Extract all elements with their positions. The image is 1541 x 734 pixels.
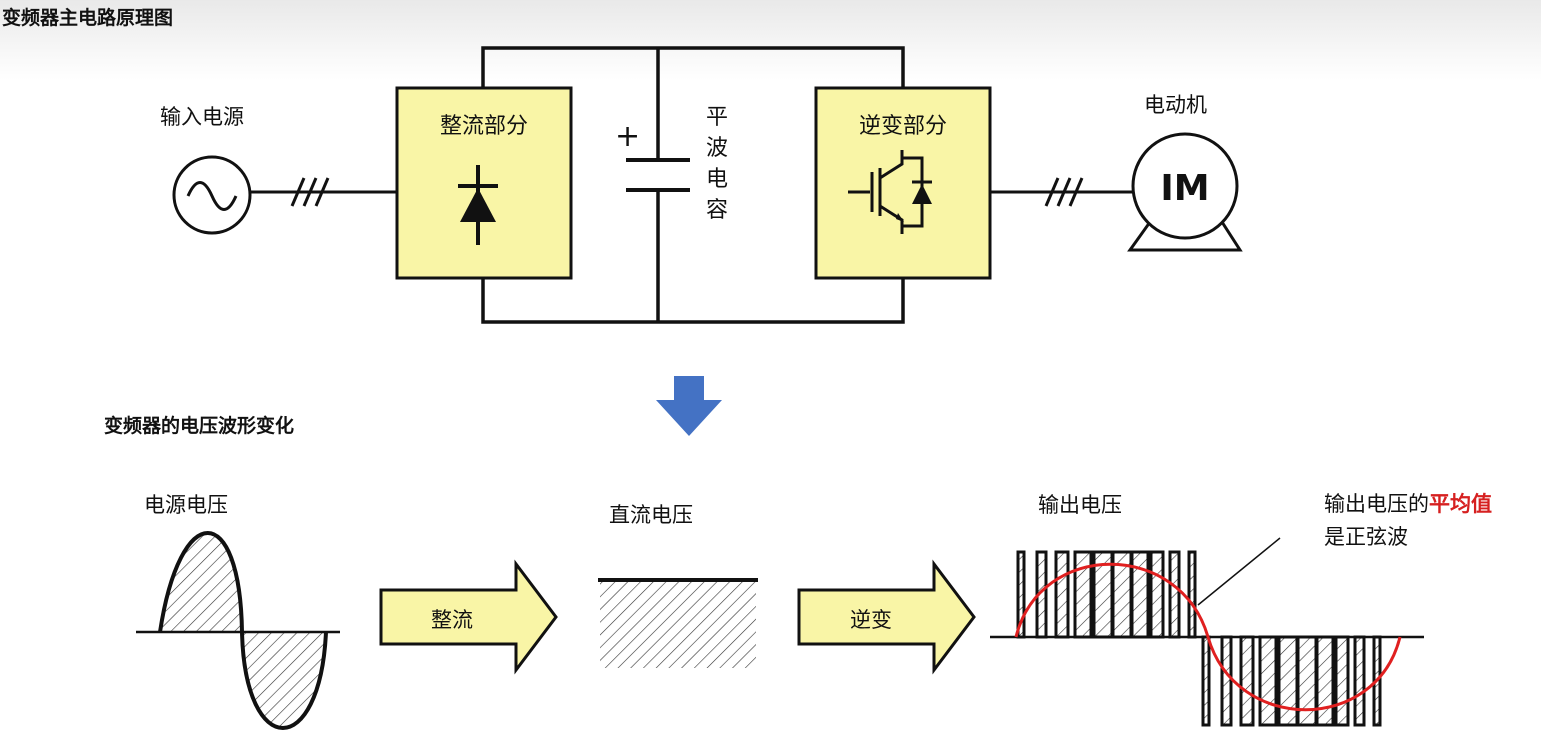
pwm-pulse-train xyxy=(1016,550,1382,727)
rectify-arrow-label: 整流 xyxy=(431,608,473,632)
three-phase-mark-input xyxy=(290,177,330,207)
input-source-label: 输入电源 xyxy=(160,105,244,129)
capacitor-label-char-1: 平 xyxy=(706,105,728,130)
pwm-negative-pulse xyxy=(1201,635,1211,727)
emitter-arrow-icon xyxy=(896,213,904,222)
average-sine-wave xyxy=(1014,562,1402,712)
capacitor-label-char-3: 电 xyxy=(706,167,728,192)
pwm-negative-pulse xyxy=(1258,635,1278,727)
invert-arrow-icon xyxy=(797,559,976,675)
annotation-highlight: 平均值 xyxy=(1429,492,1492,516)
capacitor-label-char-2: 波 xyxy=(706,136,728,161)
inverter-block xyxy=(814,86,992,280)
annotation-line-1: 输出电压的平均值 xyxy=(1324,492,1492,516)
rectifier-block xyxy=(395,86,573,280)
pwm-negative-pulse xyxy=(1277,635,1299,727)
waveform-section-title: 变频器的电压波形变化 xyxy=(104,414,294,437)
dc-bus-wires xyxy=(481,46,905,324)
rectifier-label: 整流部分 xyxy=(440,114,528,139)
freewheel-diode-icon xyxy=(912,184,932,204)
pwm-positive-pulse xyxy=(1073,550,1093,639)
three-phase-mark-output xyxy=(1044,177,1084,207)
ac-wave-icon xyxy=(186,181,238,211)
capacitor-label-char-4: 容 xyxy=(706,198,728,223)
rectify-arrow-icon xyxy=(379,559,558,675)
annotation-prefix: 输出电压的 xyxy=(1324,492,1429,516)
pwm-positive-pulse xyxy=(1054,550,1070,639)
pwm-negative-pulse xyxy=(1239,635,1255,727)
annotation-pointer xyxy=(1197,537,1281,606)
invert-arrow-label: 逆变 xyxy=(850,608,892,632)
source-voltage-label: 电源电压 xyxy=(144,493,228,517)
motor-label: 电动机 xyxy=(1144,93,1207,117)
dc-voltage-hatch xyxy=(600,580,756,668)
capacitor-label: 平 波 电 容 xyxy=(706,105,728,223)
pwm-negative-pulse xyxy=(1353,635,1366,727)
pwm-negative-pulse xyxy=(1296,635,1318,727)
source-sine-wave xyxy=(158,531,328,730)
capacitor-symbol xyxy=(626,158,690,192)
pwm-positive-pulse xyxy=(1130,550,1150,639)
pwm-negative-pulse xyxy=(1315,635,1335,727)
motor-icon xyxy=(1131,132,1239,240)
capacitor-plus-sign: + xyxy=(615,119,640,154)
inverter-label: 逆变部分 xyxy=(859,114,947,139)
down-arrow-icon xyxy=(656,376,722,436)
pwm-negative-pulse xyxy=(1220,635,1233,727)
pwm-negative-pulse xyxy=(1334,635,1350,727)
pwm-positive-pulse xyxy=(1168,550,1181,639)
pwm-positive-pulse xyxy=(1149,550,1165,639)
motor-symbol: IM xyxy=(1160,168,1209,209)
pwm-positive-pulse xyxy=(1187,550,1197,639)
dc-voltage-label: 直流电压 xyxy=(609,503,693,527)
output-voltage-label: 输出电压 xyxy=(1038,493,1122,517)
annotation-line-2: 是正弦波 xyxy=(1324,525,1408,549)
title-band xyxy=(0,0,1541,80)
page-title: 变频器主电路原理图 xyxy=(2,6,173,29)
diode-icon xyxy=(458,165,498,245)
